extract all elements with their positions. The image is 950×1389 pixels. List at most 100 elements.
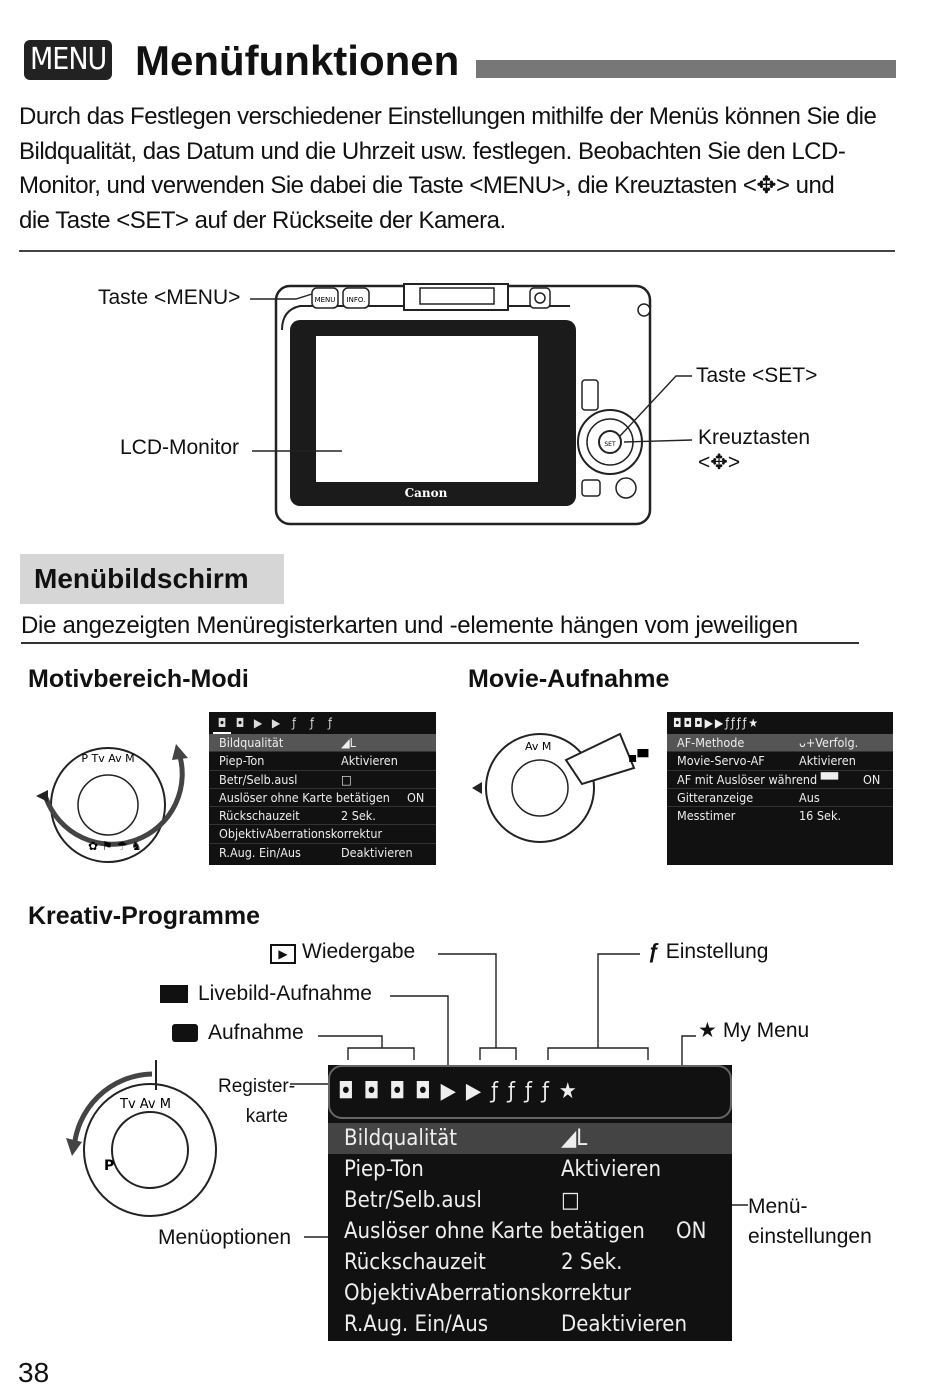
menu-item-value: Aktivieren bbox=[799, 753, 856, 769]
menu-row[interactable]: Gitteranzeige Aus bbox=[667, 787, 893, 806]
menu-button-label: Taste <MENU> bbox=[98, 286, 241, 309]
svg-text:P Tv Av M: P Tv Av M bbox=[81, 752, 134, 765]
menu-tabs: ◘◘◘▶▶ƒƒƒƒ★ bbox=[673, 716, 761, 730]
svg-text:Tv Av M: Tv Av M bbox=[119, 1097, 171, 1112]
tab-playback-2[interactable]: ▶ bbox=[271, 716, 281, 730]
liveview-label: Livebild-Aufnahme bbox=[160, 982, 372, 1006]
menu-row[interactable]: Auslöser ohne Karte betätigen ON bbox=[328, 1216, 732, 1247]
wrench-icon: ƒ bbox=[648, 940, 660, 963]
menu-tabs: ◘◘◘◘▶▶ƒƒƒƒ★ bbox=[328, 1065, 732, 1119]
menu-button-icon bbox=[311, 287, 339, 309]
settings-label-line: einstellungen bbox=[748, 1225, 872, 1248]
options-label: Menüoptionen bbox=[158, 1226, 292, 1249]
menu-item-value: ON bbox=[676, 1219, 707, 1244]
menu-item-value: Aus bbox=[799, 789, 820, 805]
cross-keys-label: Kreuztasten bbox=[698, 426, 811, 449]
page-number: 38 bbox=[18, 1357, 50, 1388]
menu-badge: MENU bbox=[24, 40, 113, 80]
tab-shooting-1[interactable]: ◘ bbox=[213, 712, 231, 734]
creative-heading: Kreativ-Programme bbox=[28, 902, 261, 930]
title-bar bbox=[476, 60, 896, 78]
brand-logo: Canon bbox=[405, 486, 448, 500]
mymenu-text: My Menu bbox=[722, 1019, 810, 1042]
mode-dial-movie: ▪▀ Av M bbox=[472, 732, 648, 843]
playback-label: ▶Wiedergabe bbox=[270, 940, 415, 964]
menu-tabs: ◘ ◘ ▶ ▶ ƒ ƒ ƒ bbox=[209, 712, 436, 734]
set-button-icon bbox=[598, 430, 622, 454]
menu-item-label: Gitteranzeige bbox=[677, 789, 754, 805]
menu-item-value: ON bbox=[407, 789, 425, 805]
tab-setup-1[interactable]: ƒ bbox=[292, 716, 296, 730]
page-title: Menüfunktionen bbox=[135, 37, 460, 84]
menu-item-label: ObjektivAberrationskorrektur bbox=[219, 826, 383, 842]
menu-item-label: AF mit Auslöser während ▀▀ bbox=[677, 771, 839, 787]
menu-item-label: Bildqualität bbox=[219, 735, 284, 750]
menu-row[interactable]: Bildqualität ◢L bbox=[209, 734, 436, 752]
liveview-text: Livebild-Aufnahme bbox=[198, 982, 372, 1005]
menu-row[interactable]: ObjektivAberrationskorrektur bbox=[209, 824, 436, 842]
shooting-label: Aufnahme bbox=[172, 1021, 304, 1045]
menu-item-value: 2 Sek. bbox=[341, 808, 376, 824]
menu-item-value: □ bbox=[341, 771, 352, 787]
intro-line: die Taste <SET> auf der Rückseite der Ka… bbox=[19, 206, 506, 234]
movie-heading: Movie-Aufnahme bbox=[468, 665, 670, 693]
playback-icon: ▶ bbox=[270, 944, 296, 964]
mymenu-label: ★My Menu bbox=[698, 1018, 809, 1043]
shooting-text: Aufnahme bbox=[208, 1021, 304, 1044]
menu-row[interactable]: Bildqualität ◢L bbox=[328, 1123, 732, 1154]
menu-item-value: ◢L bbox=[341, 735, 356, 750]
menu-item-label: Bildqualität bbox=[344, 1126, 458, 1151]
settings-label: Menü- einstellungen bbox=[748, 1192, 872, 1252]
set-button-label: Taste <SET> bbox=[696, 364, 818, 387]
menu-item-label: Auslöser ohne Karte betätigen bbox=[344, 1219, 645, 1244]
intro-line: Bildqualität, das Datum und die Uhrzeit … bbox=[19, 137, 846, 165]
menu-row[interactable]: Betr/Selb.ausl□ bbox=[328, 1185, 732, 1216]
tab-playback-1[interactable]: ▶ bbox=[253, 716, 263, 730]
liveview-camera-icon bbox=[160, 985, 188, 1003]
menu-item-value: Aktivieren bbox=[561, 1157, 662, 1182]
intro-line: Monitor, und verwenden Sie dabei die Tas… bbox=[19, 172, 835, 199]
menu-row[interactable]: Piep-Ton Aktivieren bbox=[209, 751, 436, 769]
section-subtitle: Die angezeigten Menüregisterkarten und -… bbox=[21, 612, 859, 644]
tab-shooting-2[interactable]: ◘ bbox=[235, 716, 245, 730]
menu-button-text: MENU bbox=[315, 296, 336, 304]
svg-text:✿ ⚑ ☂ ♞: ✿ ⚑ ☂ ♞ bbox=[88, 839, 142, 853]
menu-row[interactable]: AF mit Auslöser während ▀▀ON bbox=[667, 769, 893, 788]
svg-text:▪▀: ▪▀ bbox=[628, 748, 648, 766]
menu-item-label: Auslöser ohne Karte betätigen bbox=[219, 789, 390, 805]
menu-item-label: R.Aug. Ein/Aus bbox=[344, 1312, 489, 1337]
menu-item-label: Betr/Selb.ausl bbox=[219, 771, 298, 787]
section-heading: Menübildschirm bbox=[20, 554, 284, 604]
intro-paragraph: Durch das Festlegen verschiedener Einste… bbox=[19, 100, 919, 238]
menu-item-value: Deaktivieren bbox=[341, 844, 413, 860]
star-icon: ★ bbox=[698, 1019, 717, 1042]
tab-setup-2[interactable]: ƒ bbox=[310, 716, 314, 730]
menu-item-value: ◢L bbox=[561, 1126, 588, 1151]
menu-row[interactable]: ObjektivAberrationskorrektur bbox=[328, 1278, 732, 1309]
tab-label: Register- karte bbox=[218, 1072, 295, 1132]
setup-text: Einstellung bbox=[665, 940, 769, 963]
menu-item-value: 16 Sek. bbox=[799, 808, 842, 824]
menu-item-label: ObjektivAberrationskorrektur bbox=[344, 1281, 632, 1306]
menu-row[interactable]: Auslöser ohne Karte betätigen ON bbox=[209, 787, 436, 806]
tab-setup-3[interactable]: ƒ bbox=[328, 716, 332, 730]
menu-row[interactable]: Betr/Selb.ausl □ bbox=[209, 769, 436, 788]
menu-item-value: ᴗ+Verfolg. bbox=[799, 735, 859, 750]
mode-dial-creative: Tv Av M P bbox=[66, 1060, 217, 1217]
svg-text:Av M: Av M bbox=[525, 740, 551, 753]
set-button-text: SET bbox=[604, 441, 616, 448]
tab-label-line: karte bbox=[245, 1106, 288, 1127]
menu-item-value: Aktivieren bbox=[341, 753, 398, 769]
menu-item-label: Piep-Ton bbox=[219, 753, 265, 769]
